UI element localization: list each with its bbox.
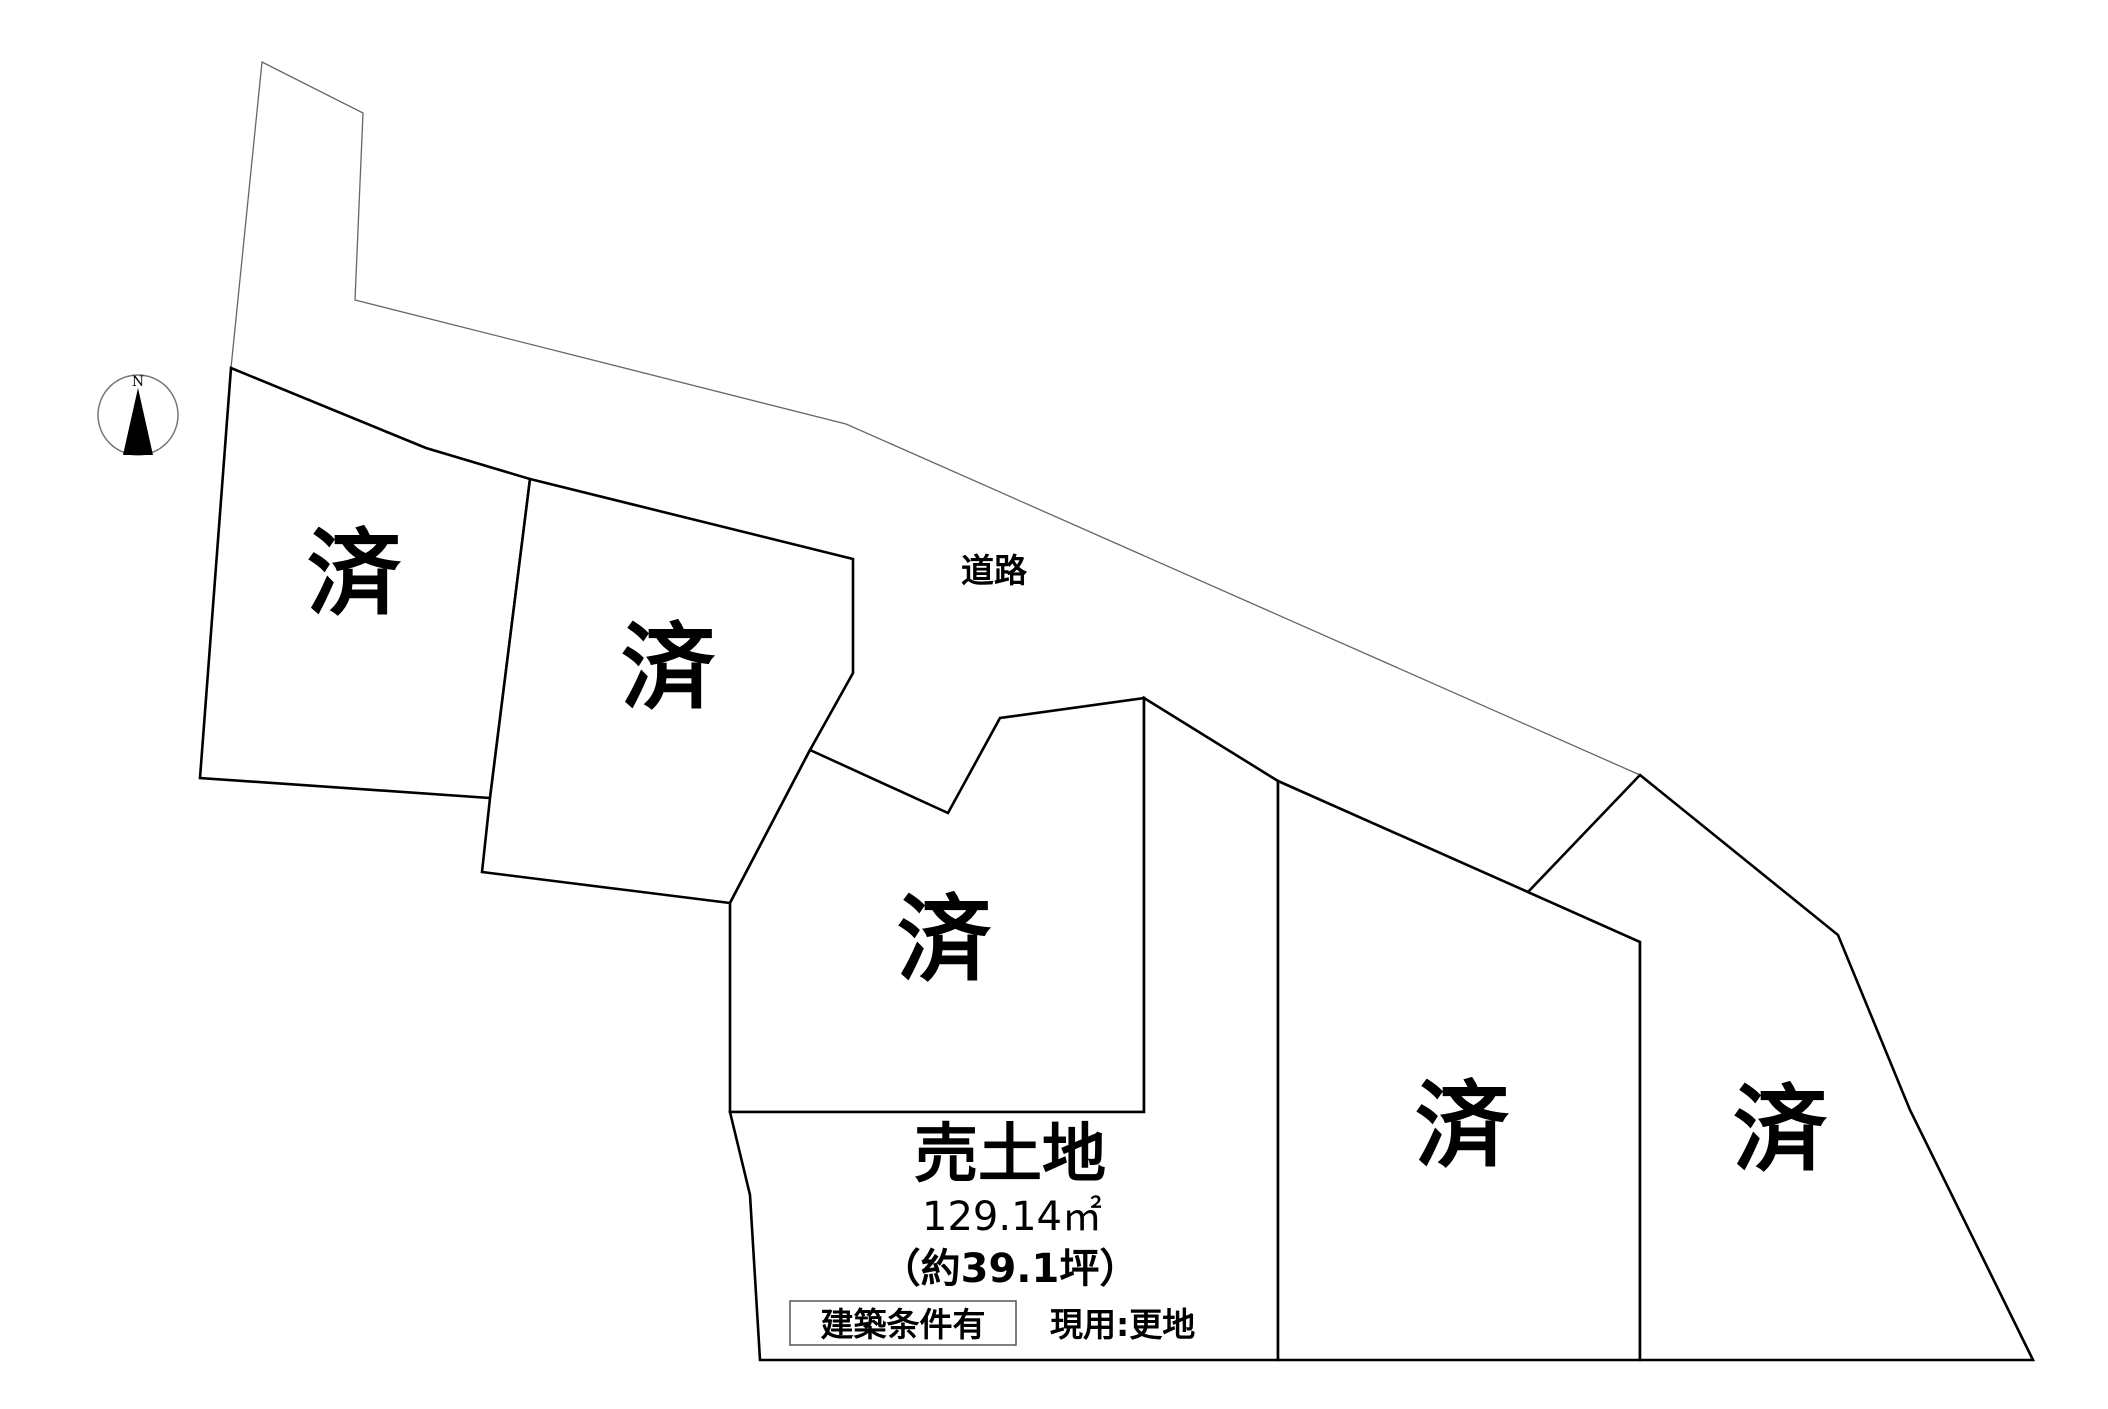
for-sale-area-unit: ㎡ <box>1062 1194 1102 1240</box>
lot-3-sold-mark: 済 <box>897 886 992 995</box>
lot-1-sold-mark: 済 <box>307 520 402 629</box>
road-outline <box>230 60 1641 776</box>
road-label: 道路 <box>961 551 1028 590</box>
for-sale-tsubo: （約39.1坪） <box>881 1246 1140 1292</box>
lot-6-sold-mark: 済 <box>1733 1076 1828 1185</box>
lot-2-sold-mark: 済 <box>621 614 716 723</box>
lot-6-boundary[interactable] <box>1525 773 2036 1362</box>
building-condition-text: 建築条件有 <box>821 1305 986 1344</box>
current-use-text: 現用:更地 <box>1050 1305 1195 1344</box>
north-arrow-icon: N <box>97 374 179 456</box>
for-sale-area: 129.14㎡ <box>922 1194 1102 1240</box>
north-letter: N <box>132 374 144 390</box>
lot-5-sold-mark: 済 <box>1415 1072 1510 1181</box>
building-condition-tag <box>789 1300 1017 1346</box>
for-sale-area-value: 129.14 <box>922 1194 1062 1240</box>
for-sale-title: 売土地 <box>914 1118 1106 1192</box>
